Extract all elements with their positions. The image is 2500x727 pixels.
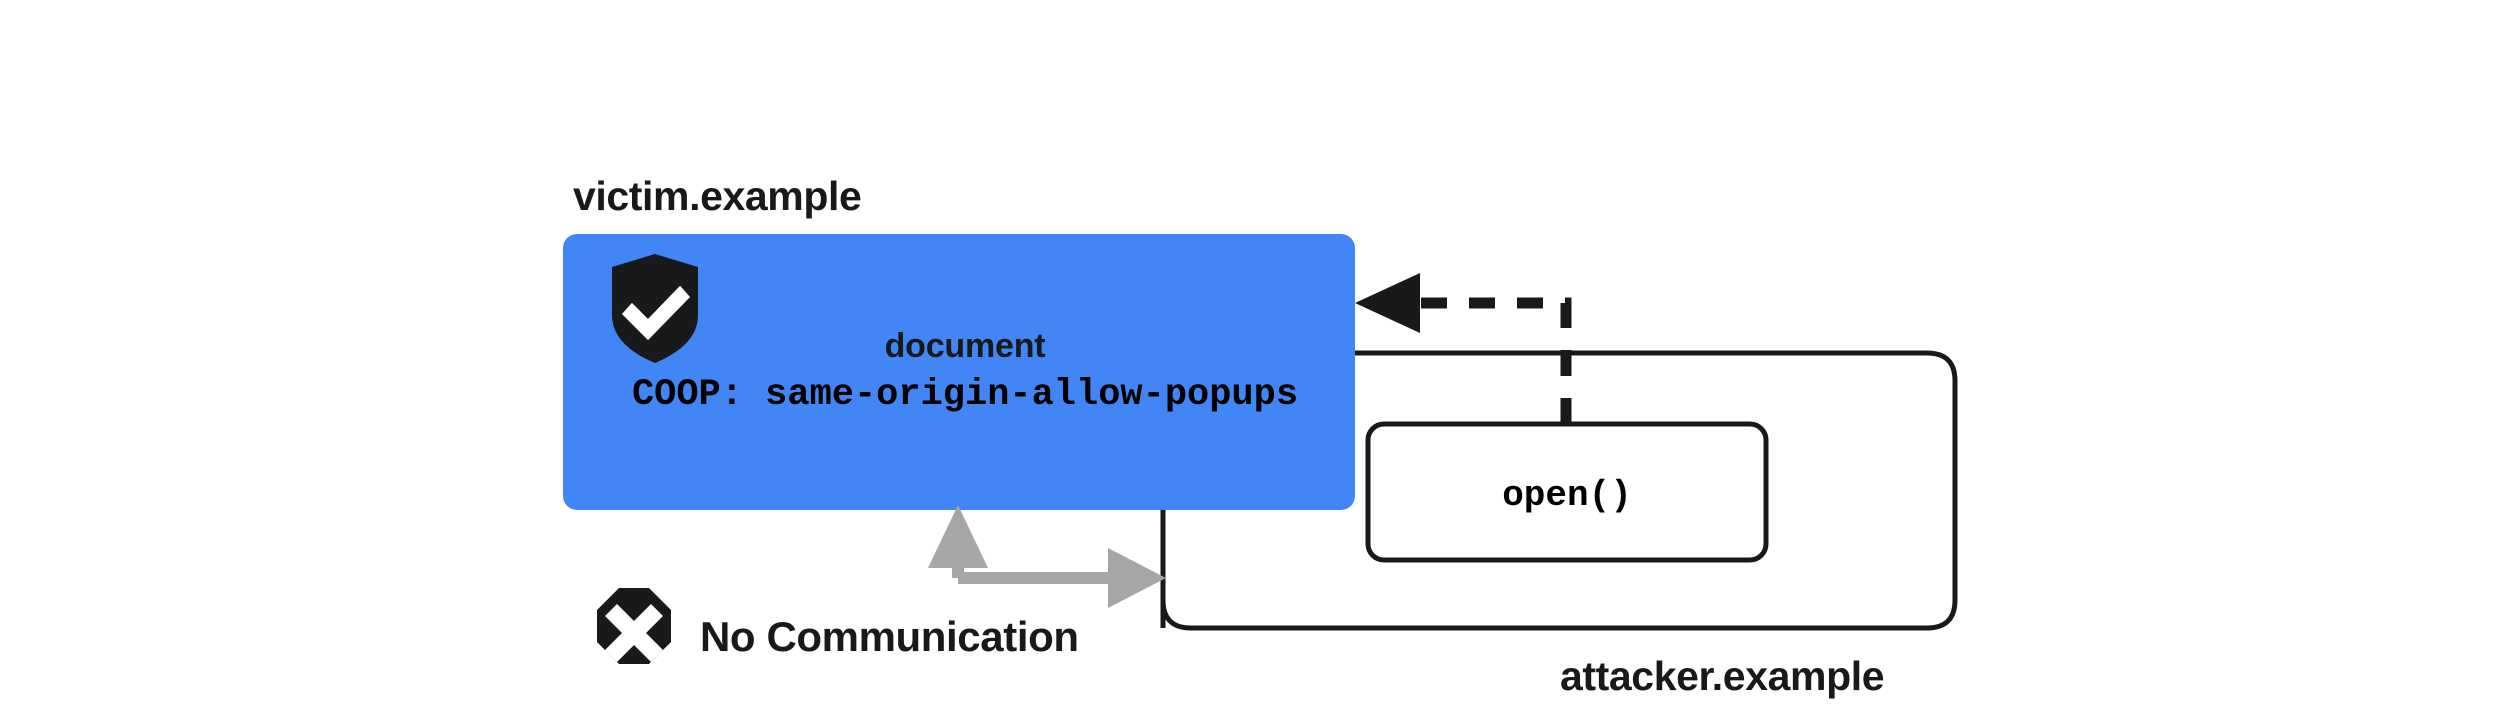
octagon-x-icon <box>597 588 671 664</box>
no-communication-label: No Communication <box>700 613 1079 660</box>
attacker-origin-label: attacker.example <box>1560 653 1884 699</box>
no-comm-arrowhead-right-icon <box>1108 548 1166 608</box>
victim-document-panel <box>563 234 1355 510</box>
victim-origin-label: victim.example <box>573 173 861 219</box>
shield-check-icon <box>612 254 698 363</box>
open-arrowhead-icon <box>1355 273 1420 333</box>
open-call-label: open() <box>1502 475 1632 516</box>
document-label: document <box>885 327 1046 365</box>
open-dashed-connector <box>1410 297 1572 424</box>
no-comm-arrowhead-up-icon <box>928 505 988 568</box>
coop-header-label: COOP: same-origin-allow-popups <box>632 374 1298 416</box>
